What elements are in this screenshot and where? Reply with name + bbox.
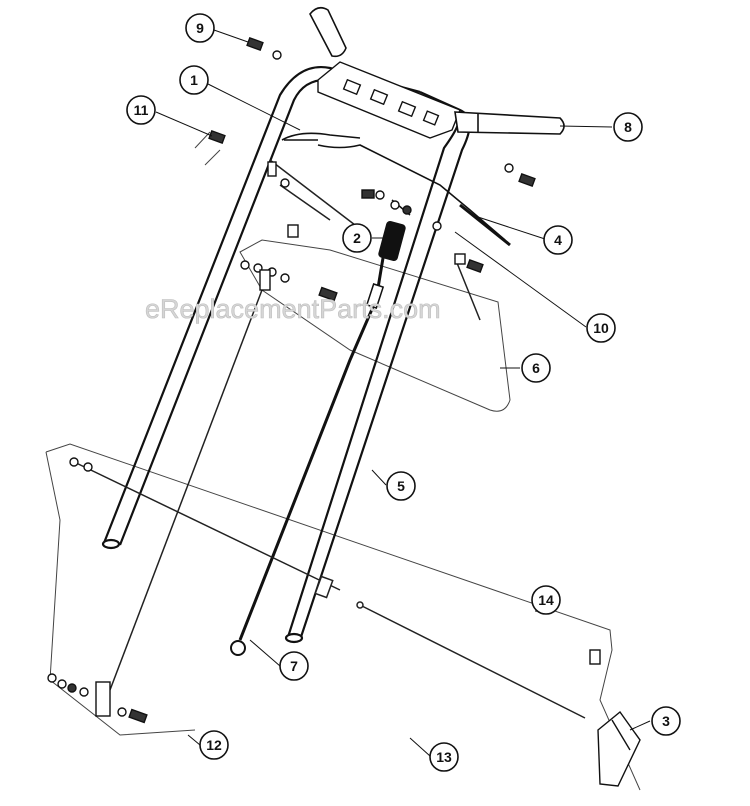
- callout-4-label: 4: [554, 232, 562, 248]
- control-panel: [317, 61, 461, 139]
- callout-6-label: 6: [532, 360, 540, 376]
- callout-5: 5: [386, 471, 416, 501]
- handle-frame: [101, 66, 471, 644]
- callout-12: 12: [199, 730, 229, 760]
- callout-1-label: 1: [190, 72, 198, 88]
- callout-7: 7: [279, 651, 309, 681]
- callout-4: 4: [543, 225, 573, 255]
- callout-3: 3: [651, 706, 681, 736]
- control-levers: [281, 132, 511, 247]
- callout-9-label: 9: [196, 20, 204, 36]
- handle-grips: [309, 6, 565, 135]
- callout-10: 10: [586, 313, 616, 343]
- callout-8: 8: [613, 112, 643, 142]
- callout-14-label: 14: [538, 592, 554, 608]
- callout-13-label: 13: [436, 749, 452, 765]
- callout-14: 14: [531, 585, 561, 615]
- leader-lines: [155, 29, 651, 757]
- drive-cable: [230, 257, 385, 656]
- callout-9: 9: [185, 13, 215, 43]
- callout-11-label: 11: [134, 102, 149, 118]
- callout-2-label: 2: [353, 230, 361, 246]
- callout-11: 11: [126, 95, 156, 125]
- callout-8-label: 8: [624, 119, 632, 135]
- callout-7-label: 7: [290, 658, 298, 674]
- watermark: eReplacementParts.com: [145, 294, 441, 324]
- callout-6: 6: [521, 353, 551, 383]
- callout-1: 1: [179, 65, 209, 95]
- hardware: [47, 36, 641, 787]
- callout-12-label: 12: [206, 737, 222, 753]
- callout-5-label: 5: [397, 478, 405, 494]
- callout-2: 2: [342, 223, 372, 253]
- callout-3-label: 3: [662, 713, 670, 729]
- callout-13: 13: [429, 742, 459, 772]
- linkage-rods: [69, 159, 586, 719]
- callout-10-label: 10: [593, 320, 609, 336]
